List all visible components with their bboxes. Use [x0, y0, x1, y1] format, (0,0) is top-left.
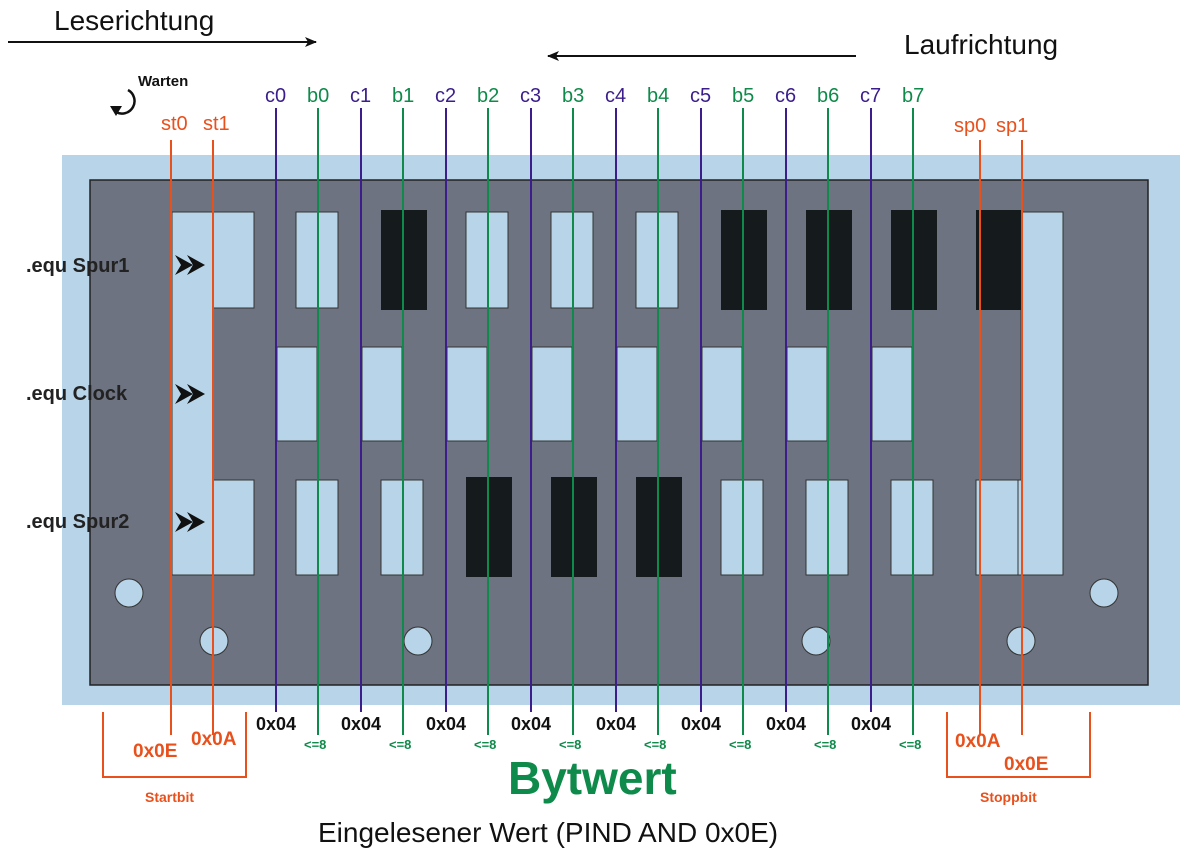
bit-line-label: b6 [817, 85, 839, 107]
bit-value-label: <=8 [474, 737, 496, 752]
bit-line-label: b4 [647, 85, 669, 107]
bit-line-label: b7 [902, 85, 924, 107]
spur1-hole-punched [976, 210, 1022, 310]
clock-line-label: c1 [350, 85, 371, 107]
caption: Eingelesener Wert (PIND AND 0x0E) [318, 817, 778, 848]
clock-hole [616, 346, 658, 442]
mount-hole [403, 626, 433, 656]
wait-label: Warten [138, 73, 188, 90]
run-direction-label: Laufrichtung [904, 29, 1058, 60]
bit-line-label: b2 [477, 85, 499, 107]
bit-value-label: <=8 [814, 737, 836, 752]
clock-line-label: c4 [605, 85, 626, 107]
bit-value-label: <=8 [729, 737, 751, 752]
bit-value-label: <=8 [304, 737, 326, 752]
stop-bit-bracket [946, 712, 1091, 778]
clock-value-label: 0x04 [426, 714, 466, 734]
clock-value-label: 0x04 [596, 714, 636, 734]
bit-value-label: <=8 [559, 737, 581, 752]
spur2-hole-open [975, 479, 1019, 576]
track-arrow-icon [175, 255, 205, 532]
track-label-spur2: .equ Spur2 [26, 511, 129, 533]
clock-hole [276, 346, 318, 442]
wait-icon [110, 88, 136, 116]
clock-line-label: c6 [775, 85, 796, 107]
read-direction-label: Leserichtung [54, 5, 214, 36]
start-value-label: 0x0A [191, 729, 237, 750]
mount-hole [801, 626, 831, 656]
bit-line-label: b0 [307, 85, 329, 107]
bit-value-label: <=8 [899, 737, 921, 752]
clock-hole [361, 346, 403, 442]
start-line-label: st0 [161, 113, 188, 135]
stop-line-label: sp0 [954, 115, 986, 137]
bit-value-label: <=8 [389, 737, 411, 752]
clock-value-label: 0x04 [851, 714, 891, 734]
bit-line-label: b5 [732, 85, 754, 107]
clock-line-label: c7 [860, 85, 881, 107]
clock-value-label: 0x04 [681, 714, 721, 734]
clock-hole [701, 346, 743, 442]
clock-value-label: 0x04 [341, 714, 381, 734]
mount-hole [114, 578, 144, 608]
clock-value-label: 0x04 [511, 714, 551, 734]
byte-value-label: Bytwert [508, 752, 677, 804]
mount-hole [1089, 578, 1119, 608]
stop-line-label: sp1 [996, 115, 1028, 137]
clock-hole [446, 346, 488, 442]
clock-hole [871, 346, 913, 442]
stop-value-label: 0x0E [1004, 754, 1048, 775]
bit-line-label: b1 [392, 85, 414, 107]
clock-value-label: 0x04 [256, 714, 296, 734]
start-line-label: st1 [203, 113, 230, 135]
stop-value-label: 0x0A [955, 731, 1001, 752]
start-bit-bracket [102, 712, 247, 778]
clock-line-label: c3 [520, 85, 541, 107]
track-label-spur1: .equ Spur1 [26, 255, 129, 277]
clock-value-label: 0x04 [766, 714, 806, 734]
clock-line-label: c2 [435, 85, 456, 107]
start-value-label: 0x0E [133, 741, 177, 762]
start-bit-label: Startbit [145, 789, 194, 805]
clock-line-label: c5 [690, 85, 711, 107]
bit-line-label: b3 [562, 85, 584, 107]
clock-hole [786, 346, 828, 442]
track-label-clock: .equ Clock [26, 383, 128, 405]
clock-line-label: c0 [265, 85, 286, 107]
stop-bit-label: Stoppbit [980, 789, 1037, 805]
clock-hole [531, 346, 573, 442]
bit-value-label: <=8 [644, 737, 666, 752]
